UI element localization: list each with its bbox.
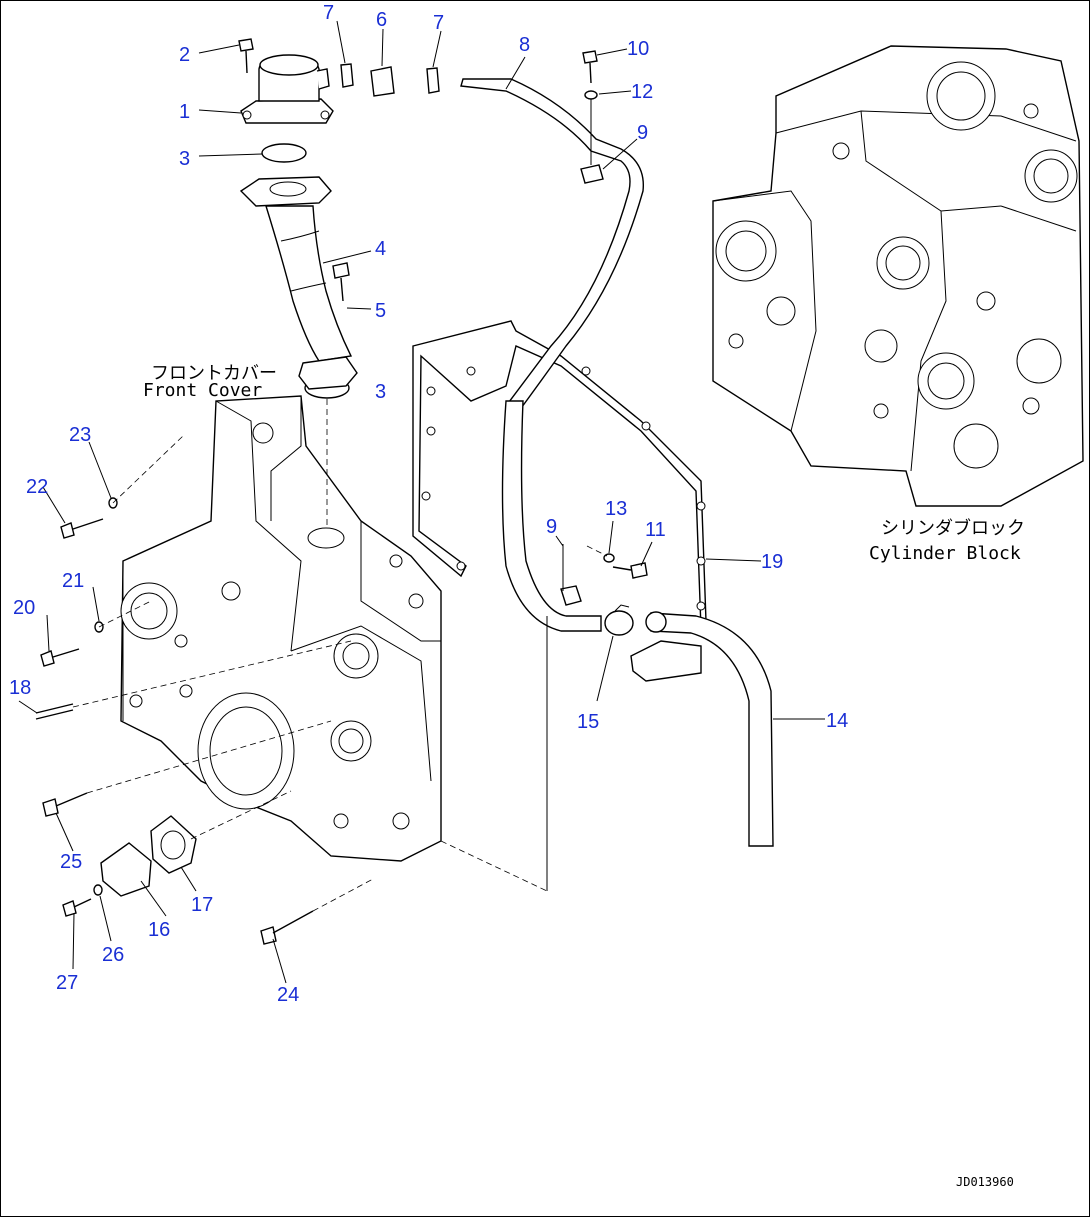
callout-13: 13 <box>605 498 627 520</box>
callout-25: 25 <box>60 851 82 873</box>
part-15-hose-clamp <box>604 604 634 636</box>
callout-1: 1 <box>179 101 190 123</box>
callout-27: 27 <box>56 972 78 994</box>
callout-18: 18 <box>9 677 31 699</box>
callout-24: 24 <box>277 984 299 1006</box>
part-22-bolt <box>60 518 104 539</box>
part-4-water-pipe <box>239 176 358 390</box>
part-9-pipe-lower <box>501 400 602 632</box>
callout-6: 6 <box>376 9 387 31</box>
gasket-19 <box>412 320 707 632</box>
assembly-reference-lines <box>72 99 608 912</box>
part-24-bolt <box>260 910 314 945</box>
part-6-hose-sleeve <box>370 66 395 97</box>
callout-9-lower: 9 <box>546 516 557 538</box>
callout-14: 14 <box>826 710 848 732</box>
callout-23: 23 <box>69 424 91 446</box>
front-cover-drawing <box>120 395 442 862</box>
part-26-washer <box>93 884 103 896</box>
callout-4: 4 <box>375 238 386 260</box>
part-16-cover-plate <box>100 842 152 897</box>
callout-numbers: 1 2 3 3 4 5 6 7 7 8 9 9 10 11 12 13 14 1… <box>9 2 848 1006</box>
part-5-bolt <box>332 262 350 302</box>
callout-7-right: 7 <box>433 12 444 34</box>
callout-11: 11 <box>645 519 666 541</box>
callout-21: 21 <box>62 570 84 592</box>
cylinder-block-caption-jp: シリンダブロック <box>881 517 1025 539</box>
part-17-gasket <box>150 815 197 874</box>
callout-26: 26 <box>102 944 124 966</box>
callout-3-upper: 3 <box>179 148 190 170</box>
callout-17: 17 <box>191 894 213 916</box>
part-14-tube <box>630 611 774 847</box>
callout-8: 8 <box>519 34 530 56</box>
callout-15: 15 <box>577 711 599 733</box>
part-7-clamp-left <box>340 63 354 88</box>
front-cover-caption-en: Front Cover <box>143 380 262 401</box>
callout-22: 22 <box>26 476 48 498</box>
callout-5: 5 <box>375 300 386 322</box>
part-27-bolt <box>62 898 92 917</box>
drawing-id: JD013960 <box>956 1175 1014 1189</box>
part-20-bolt <box>40 648 80 667</box>
part-3-o-ring-upper <box>261 143 307 163</box>
callout-12: 12 <box>631 81 653 103</box>
part-7-clamp-right <box>426 67 440 94</box>
part-18-stud <box>35 703 74 720</box>
callout-2: 2 <box>179 44 190 66</box>
callout-20: 20 <box>13 597 35 619</box>
callout-9-upper: 9 <box>637 122 648 144</box>
part-10-bolt <box>582 50 598 84</box>
part-25-bolt <box>42 792 88 817</box>
part-9-clip-upper <box>580 164 604 184</box>
front-cover-caption-jp: フロントカバー <box>151 363 277 384</box>
part-8-tube <box>460 78 645 412</box>
callout-7-left: 7 <box>323 2 334 24</box>
callout-10: 10 <box>627 38 649 60</box>
part-12-washer <box>584 90 598 100</box>
part-1-thermostat-housing <box>240 54 334 124</box>
callout-19: 19 <box>761 551 783 573</box>
cylinder-block-caption-en: Cylinder Block <box>869 543 1021 564</box>
part-11-bolt <box>612 562 648 579</box>
part-2-bolt <box>238 38 254 74</box>
callout-16: 16 <box>148 919 170 941</box>
cylinder-block-drawing <box>712 45 1084 507</box>
callout-leader-lines <box>18 20 825 984</box>
callout-3-lower: 3 <box>375 381 386 403</box>
